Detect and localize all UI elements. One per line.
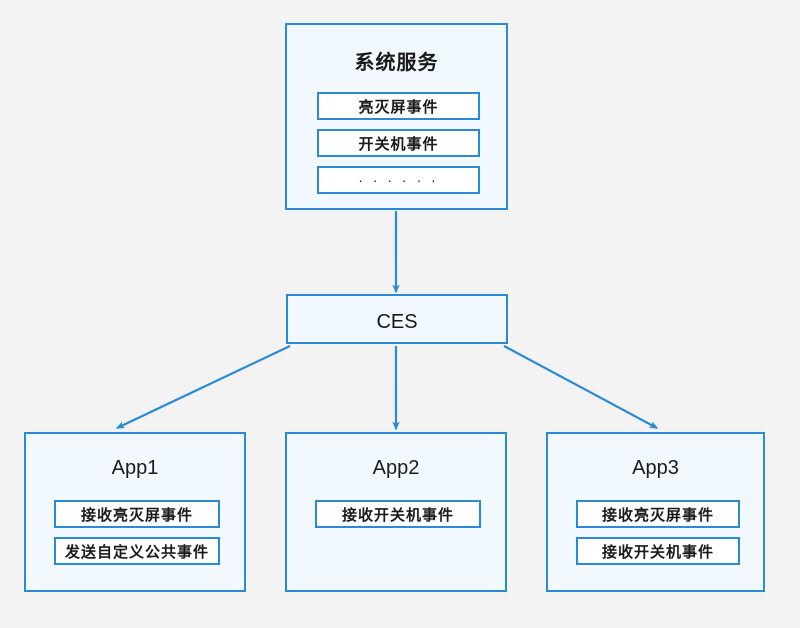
node-ces[interactable]: CES (286, 294, 508, 344)
node-system-service[interactable]: 系统服务 亮灭屏事件 开关机事件 · · · · · · (285, 23, 508, 210)
node-app2-title: App2 (372, 457, 420, 479)
chip-app1-send-custom-event[interactable]: 发送自定义公共事件 (54, 537, 220, 565)
node-app1-title: App1 (111, 457, 159, 479)
chip-power-event[interactable]: 开关机事件 (317, 129, 480, 157)
node-system-service-title: 系统服务 (354, 52, 439, 74)
chip-app1-receive-screen-event[interactable]: 接收亮灭屏事件 (54, 500, 220, 528)
chip-screen-on-off-event[interactable]: 亮灭屏事件 (317, 92, 480, 120)
chip-app3-receive-power-event[interactable]: 接收开关机事件 (576, 537, 740, 565)
node-app3[interactable]: App3 接收亮灭屏事件 接收开关机事件 (546, 432, 765, 592)
chip-more-events[interactable]: · · · · · · (317, 166, 480, 194)
chip-app3-receive-screen-event[interactable]: 接收亮灭屏事件 (576, 500, 740, 528)
node-app3-title: App3 (632, 457, 679, 479)
node-app2[interactable]: App2 接收开关机事件 (285, 432, 507, 592)
node-app1[interactable]: App1 接收亮灭屏事件 发送自定义公共事件 (24, 432, 246, 592)
connector-ces-to-app3 (503, 345, 659, 429)
connector-ces-to-app1 (115, 345, 291, 429)
node-ces-title: CES (376, 311, 418, 333)
chip-app2-receive-power-event[interactable]: 接收开关机事件 (315, 500, 481, 528)
